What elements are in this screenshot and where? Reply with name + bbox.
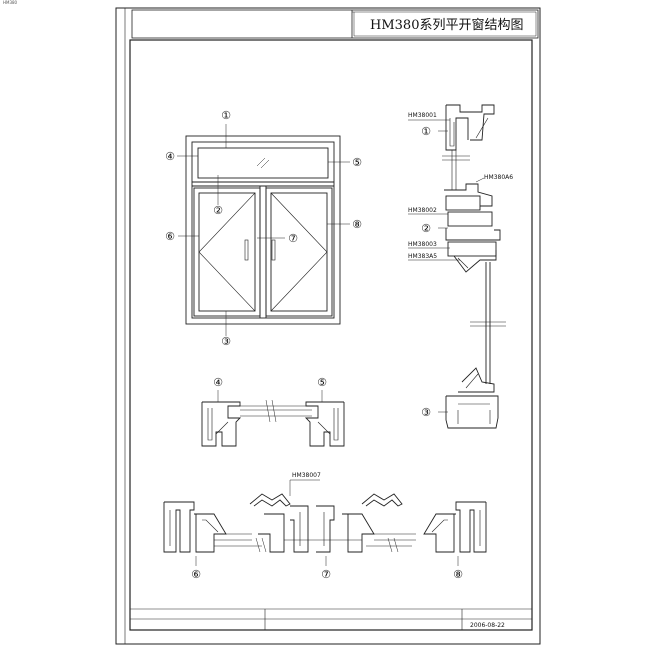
callout-5: ⑤ (352, 156, 362, 169)
vertical-section-labels: HM38001 HM380A6 HM38002 HM38003 HM383A5 (408, 112, 513, 260)
section-4-5 (201, 390, 345, 447)
callout-1: ① (221, 109, 231, 122)
vertical-section-callouts: ① ② ③ (421, 125, 431, 419)
section-4-5-callouts: ④ ⑤ (213, 376, 327, 389)
profile-hm38002: HM38002 (408, 207, 437, 214)
profile-hm38001: HM38001 (408, 112, 437, 119)
callout-4: ④ (165, 150, 175, 163)
s678-callout-8: ⑧ (453, 568, 463, 581)
callout-8: ⑧ (352, 218, 362, 231)
s45-callout-4: ④ (213, 376, 223, 389)
vs-callout-2: ② (421, 222, 431, 235)
sheet-frame (115, 7, 541, 645)
profile-hm38003: HM38003 (408, 241, 437, 248)
s678-callout-6: ⑥ (191, 568, 201, 581)
section-6-7-8 (163, 479, 487, 566)
corner-mark: HM380 (3, 0, 18, 5)
vs-callout-3: ③ (421, 406, 431, 419)
vertical-section (408, 104, 506, 429)
callout-7: ⑦ (288, 232, 298, 245)
drawing-date: 2006-08-22 (470, 622, 505, 629)
title-block: HM380系列平开窗结构图 (131, 9, 539, 39)
elevation-callouts: ① ④ ⑤ ② ⑥ ⑦ ⑧ ③ (165, 109, 362, 348)
profile-hm380a6: HM380A6 (484, 174, 513, 181)
callout-3: ③ (221, 335, 231, 348)
window-elevation (177, 124, 350, 336)
vs-callout-1: ① (421, 125, 431, 138)
drawing-title: HM380系列平开窗结构图 (370, 17, 523, 33)
profile-hm383a5: HM383A5 (408, 253, 437, 260)
profile-hm38007: HM38007 (292, 472, 321, 479)
callout-2: ② (213, 204, 223, 217)
bottom-strip (130, 608, 532, 630)
callout-6: ⑥ (165, 230, 175, 243)
s678-callout-7: ⑦ (321, 568, 331, 581)
s45-callout-5: ⑤ (317, 376, 327, 389)
section-6-7-8-callouts: ⑥ ⑦ ⑧ (191, 568, 463, 581)
